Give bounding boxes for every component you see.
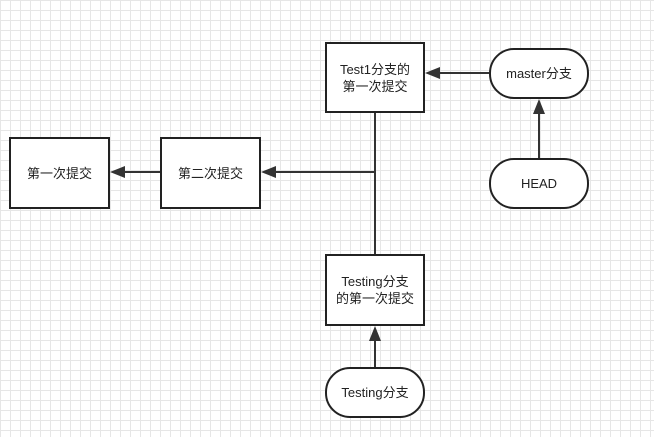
master-branch-node[interactable]: master分支 (489, 48, 589, 99)
head-pointer-node[interactable]: HEAD (489, 158, 589, 209)
first-commit-node[interactable]: 第一次提交 (9, 137, 110, 209)
arrowhead-master-branch (533, 99, 545, 114)
arrowhead-second-commit (261, 166, 276, 178)
arrowhead-test1-commit (425, 67, 440, 79)
arrowhead-testing-commit (369, 326, 381, 341)
second-commit-node[interactable]: 第二次提交 (160, 137, 261, 209)
testing-branch-node[interactable]: Testing分支 (325, 367, 425, 418)
arrowhead-first-commit (110, 166, 125, 178)
test1-first-commit-node[interactable]: Test1分支的 第一次提交 (325, 42, 425, 113)
testing-first-commit-node[interactable]: Testing分支 的第一次提交 (325, 254, 425, 326)
